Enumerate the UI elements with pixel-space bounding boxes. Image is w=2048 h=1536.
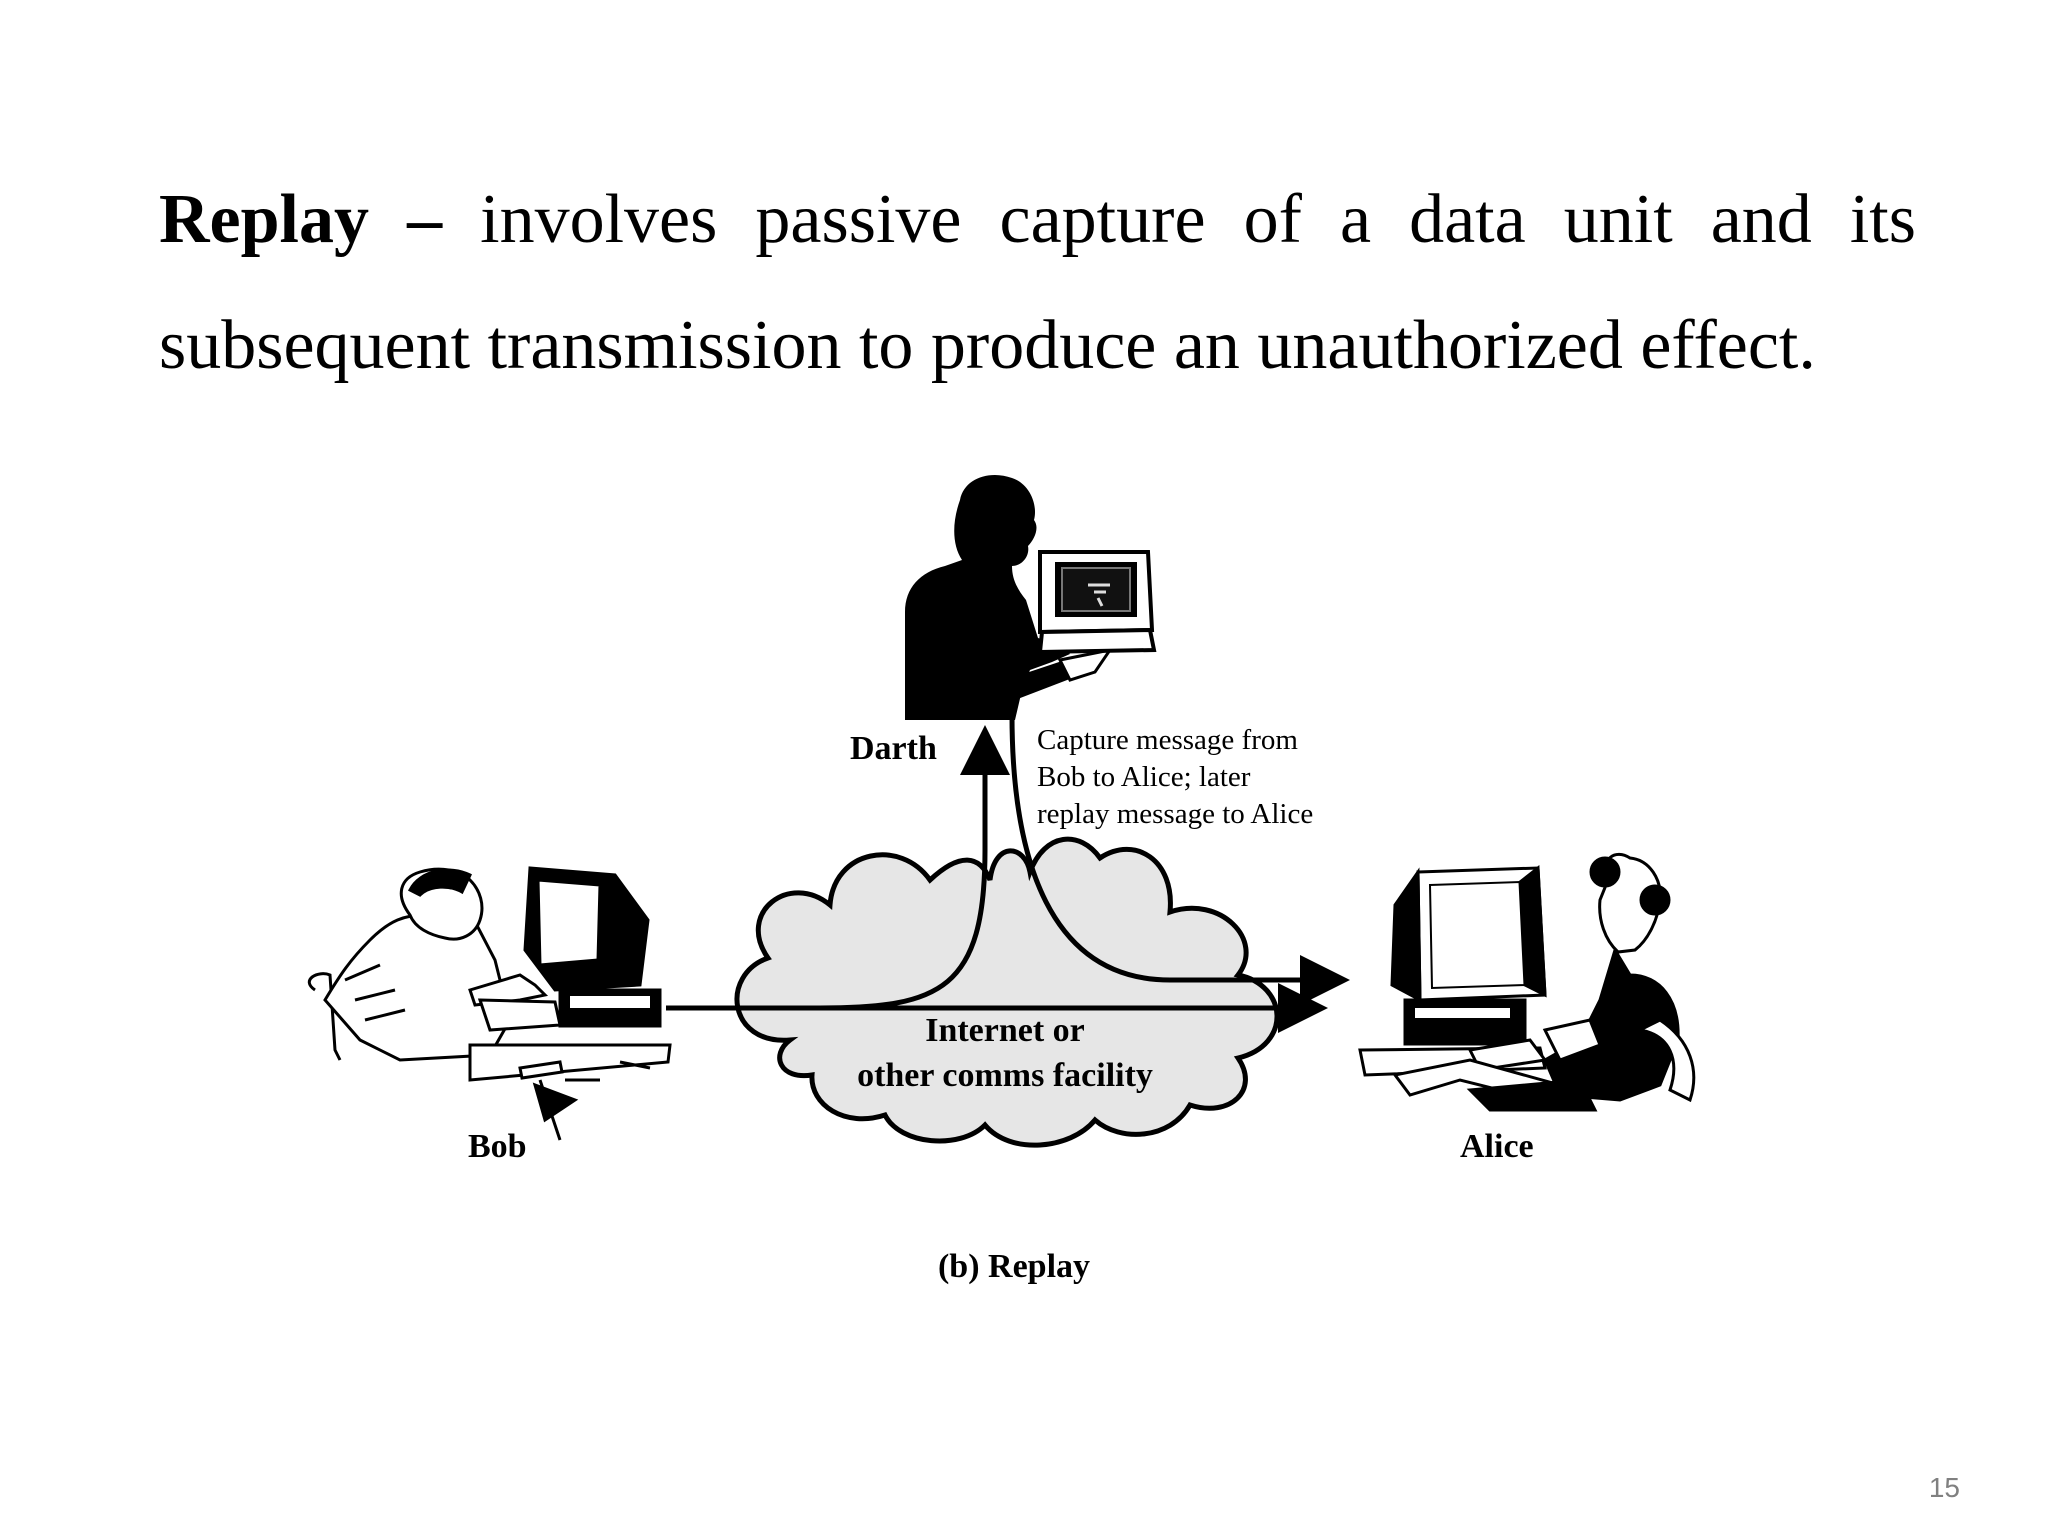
- alice-illustration: [1358, 852, 1696, 1112]
- cloud-label-line: other comms facility: [857, 1057, 1153, 1094]
- message-arrows: [666, 714, 1350, 1033]
- darth-annotation: Capture message from Bob to Alice; later…: [1037, 722, 1313, 833]
- alice-monitor: [1390, 865, 1547, 1003]
- term-dash: –: [407, 181, 443, 258]
- figure-caption: (b) Replay: [937, 1248, 1091, 1285]
- alice-label: Alice: [1460, 1128, 1534, 1165]
- annotation-line: Capture message from: [1037, 724, 1298, 756]
- annotation-line: Bob to Alice; later: [1037, 761, 1251, 793]
- word: its: [1849, 181, 1916, 258]
- word: unit: [1563, 181, 1673, 258]
- cloud-label: Internet or other comms facility: [790, 1008, 1220, 1098]
- word: passive: [755, 181, 962, 258]
- bob-illustration: [307, 866, 672, 1141]
- page-number: 15: [1928, 1472, 1960, 1503]
- cloud-label-line: Internet or: [925, 1012, 1085, 1049]
- bob-monitor: [523, 866, 650, 992]
- network-cloud: [734, 836, 1280, 1148]
- darth-label: Darth: [850, 730, 937, 767]
- capture-arrow: [819, 725, 1010, 1011]
- definition-line-2: subsequent transmission to produce an un…: [159, 307, 1816, 384]
- annotation-line: replay message to Alice: [1037, 798, 1314, 830]
- word: and: [1710, 181, 1812, 258]
- term-replay: Replay: [159, 181, 369, 258]
- darth-illustration: [905, 474, 1157, 720]
- darth-monitor: [1037, 550, 1157, 655]
- word: involves: [480, 181, 718, 258]
- word: a: [1339, 181, 1372, 258]
- replay-arrow: [1009, 714, 1350, 1005]
- word: capture: [999, 181, 1206, 258]
- bob-label: Bob: [468, 1128, 527, 1165]
- definition-line-1: Replay – involves passive capture of a d…: [159, 185, 1916, 255]
- word: of: [1243, 181, 1302, 258]
- word: data: [1409, 181, 1526, 258]
